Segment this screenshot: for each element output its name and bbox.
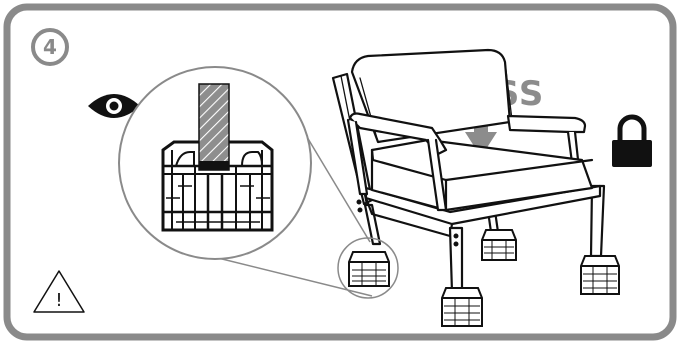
eye-icon: [88, 94, 140, 118]
zoom-detail-circle: [118, 66, 312, 260]
lock-icon: [612, 114, 652, 167]
riser-front-right: [580, 255, 620, 295]
armchair: [331, 48, 606, 294]
riser-cross-section: [161, 140, 274, 232]
step-badge: 4: [31, 28, 69, 66]
warning-symbol: !: [55, 290, 62, 311]
arrow-down-icon: [465, 113, 497, 157]
armrest-right: [506, 114, 587, 134]
riser-back-left: [348, 251, 390, 287]
riser-front-left: [441, 287, 483, 327]
riser-back-right: [481, 229, 517, 261]
warning-icon: !: [33, 270, 85, 313]
step-number: 4: [43, 35, 57, 59]
chair-leg-section: [198, 83, 230, 171]
detail-highlight-circle: [337, 237, 399, 299]
